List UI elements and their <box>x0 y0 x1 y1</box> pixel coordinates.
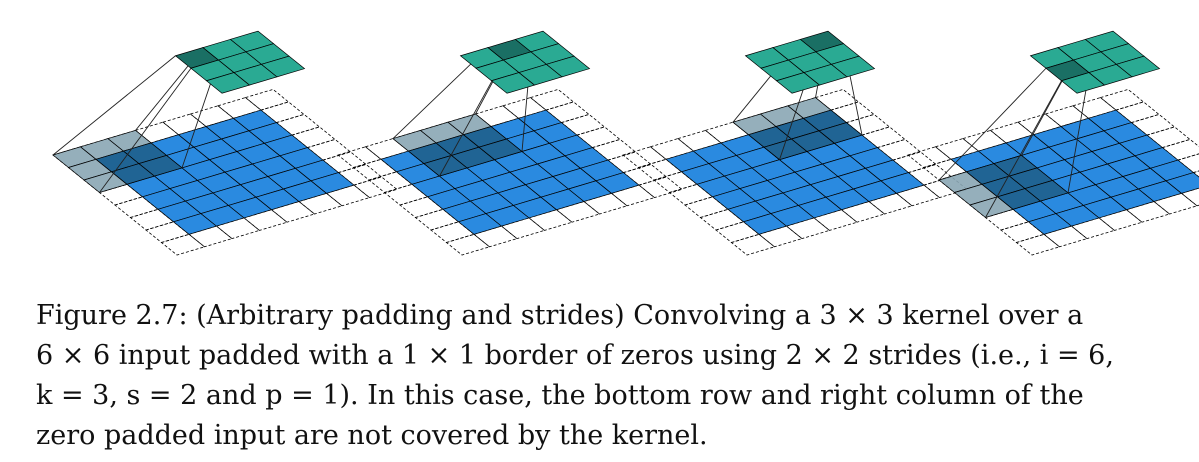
output-cell <box>545 55 591 78</box>
padding-cell <box>638 176 683 199</box>
padding-cell <box>353 176 398 199</box>
padding-cell <box>1015 233 1061 256</box>
padding-cell <box>160 233 206 256</box>
padding-cell <box>1099 88 1145 111</box>
input-cell <box>880 172 925 194</box>
padding-cell <box>622 146 667 168</box>
projection-line <box>938 67 1047 181</box>
padding-cell <box>529 88 575 111</box>
conv-panel-1 <box>52 30 398 256</box>
padding-cell <box>907 146 952 168</box>
caption-line-3: k = 3, s = 2 and p = 1). In this case, t… <box>36 380 1084 411</box>
projection-line <box>1067 72 1090 193</box>
figure-panels <box>52 30 1199 256</box>
padding-cell <box>244 88 290 111</box>
caption-line-2: 6 × 6 input padded with a 1 × 1 border o… <box>36 340 1114 371</box>
conv-panel-3 <box>622 30 968 256</box>
input-cell <box>1165 172 1199 194</box>
padding-cell <box>337 146 382 168</box>
caption-line-1: Figure 2.7: (Arbitrary padding and strid… <box>36 300 1084 331</box>
figure-caption: Figure 2.7: (Arbitrary padding and strid… <box>36 296 1186 456</box>
projection-line <box>985 80 1062 218</box>
input-cell <box>595 172 640 194</box>
conv-panel-2 <box>337 30 683 256</box>
input-cell <box>310 172 355 194</box>
padding-cell <box>445 233 491 256</box>
caption-line-4: zero padded input are not covered by the… <box>36 420 708 451</box>
output-cell <box>830 55 876 78</box>
conv-panel-4 <box>907 30 1199 256</box>
output-cell <box>1115 55 1161 78</box>
padding-cell <box>730 233 776 256</box>
output-cell <box>260 55 306 78</box>
projection-line <box>52 55 176 156</box>
projection-line <box>99 67 192 193</box>
